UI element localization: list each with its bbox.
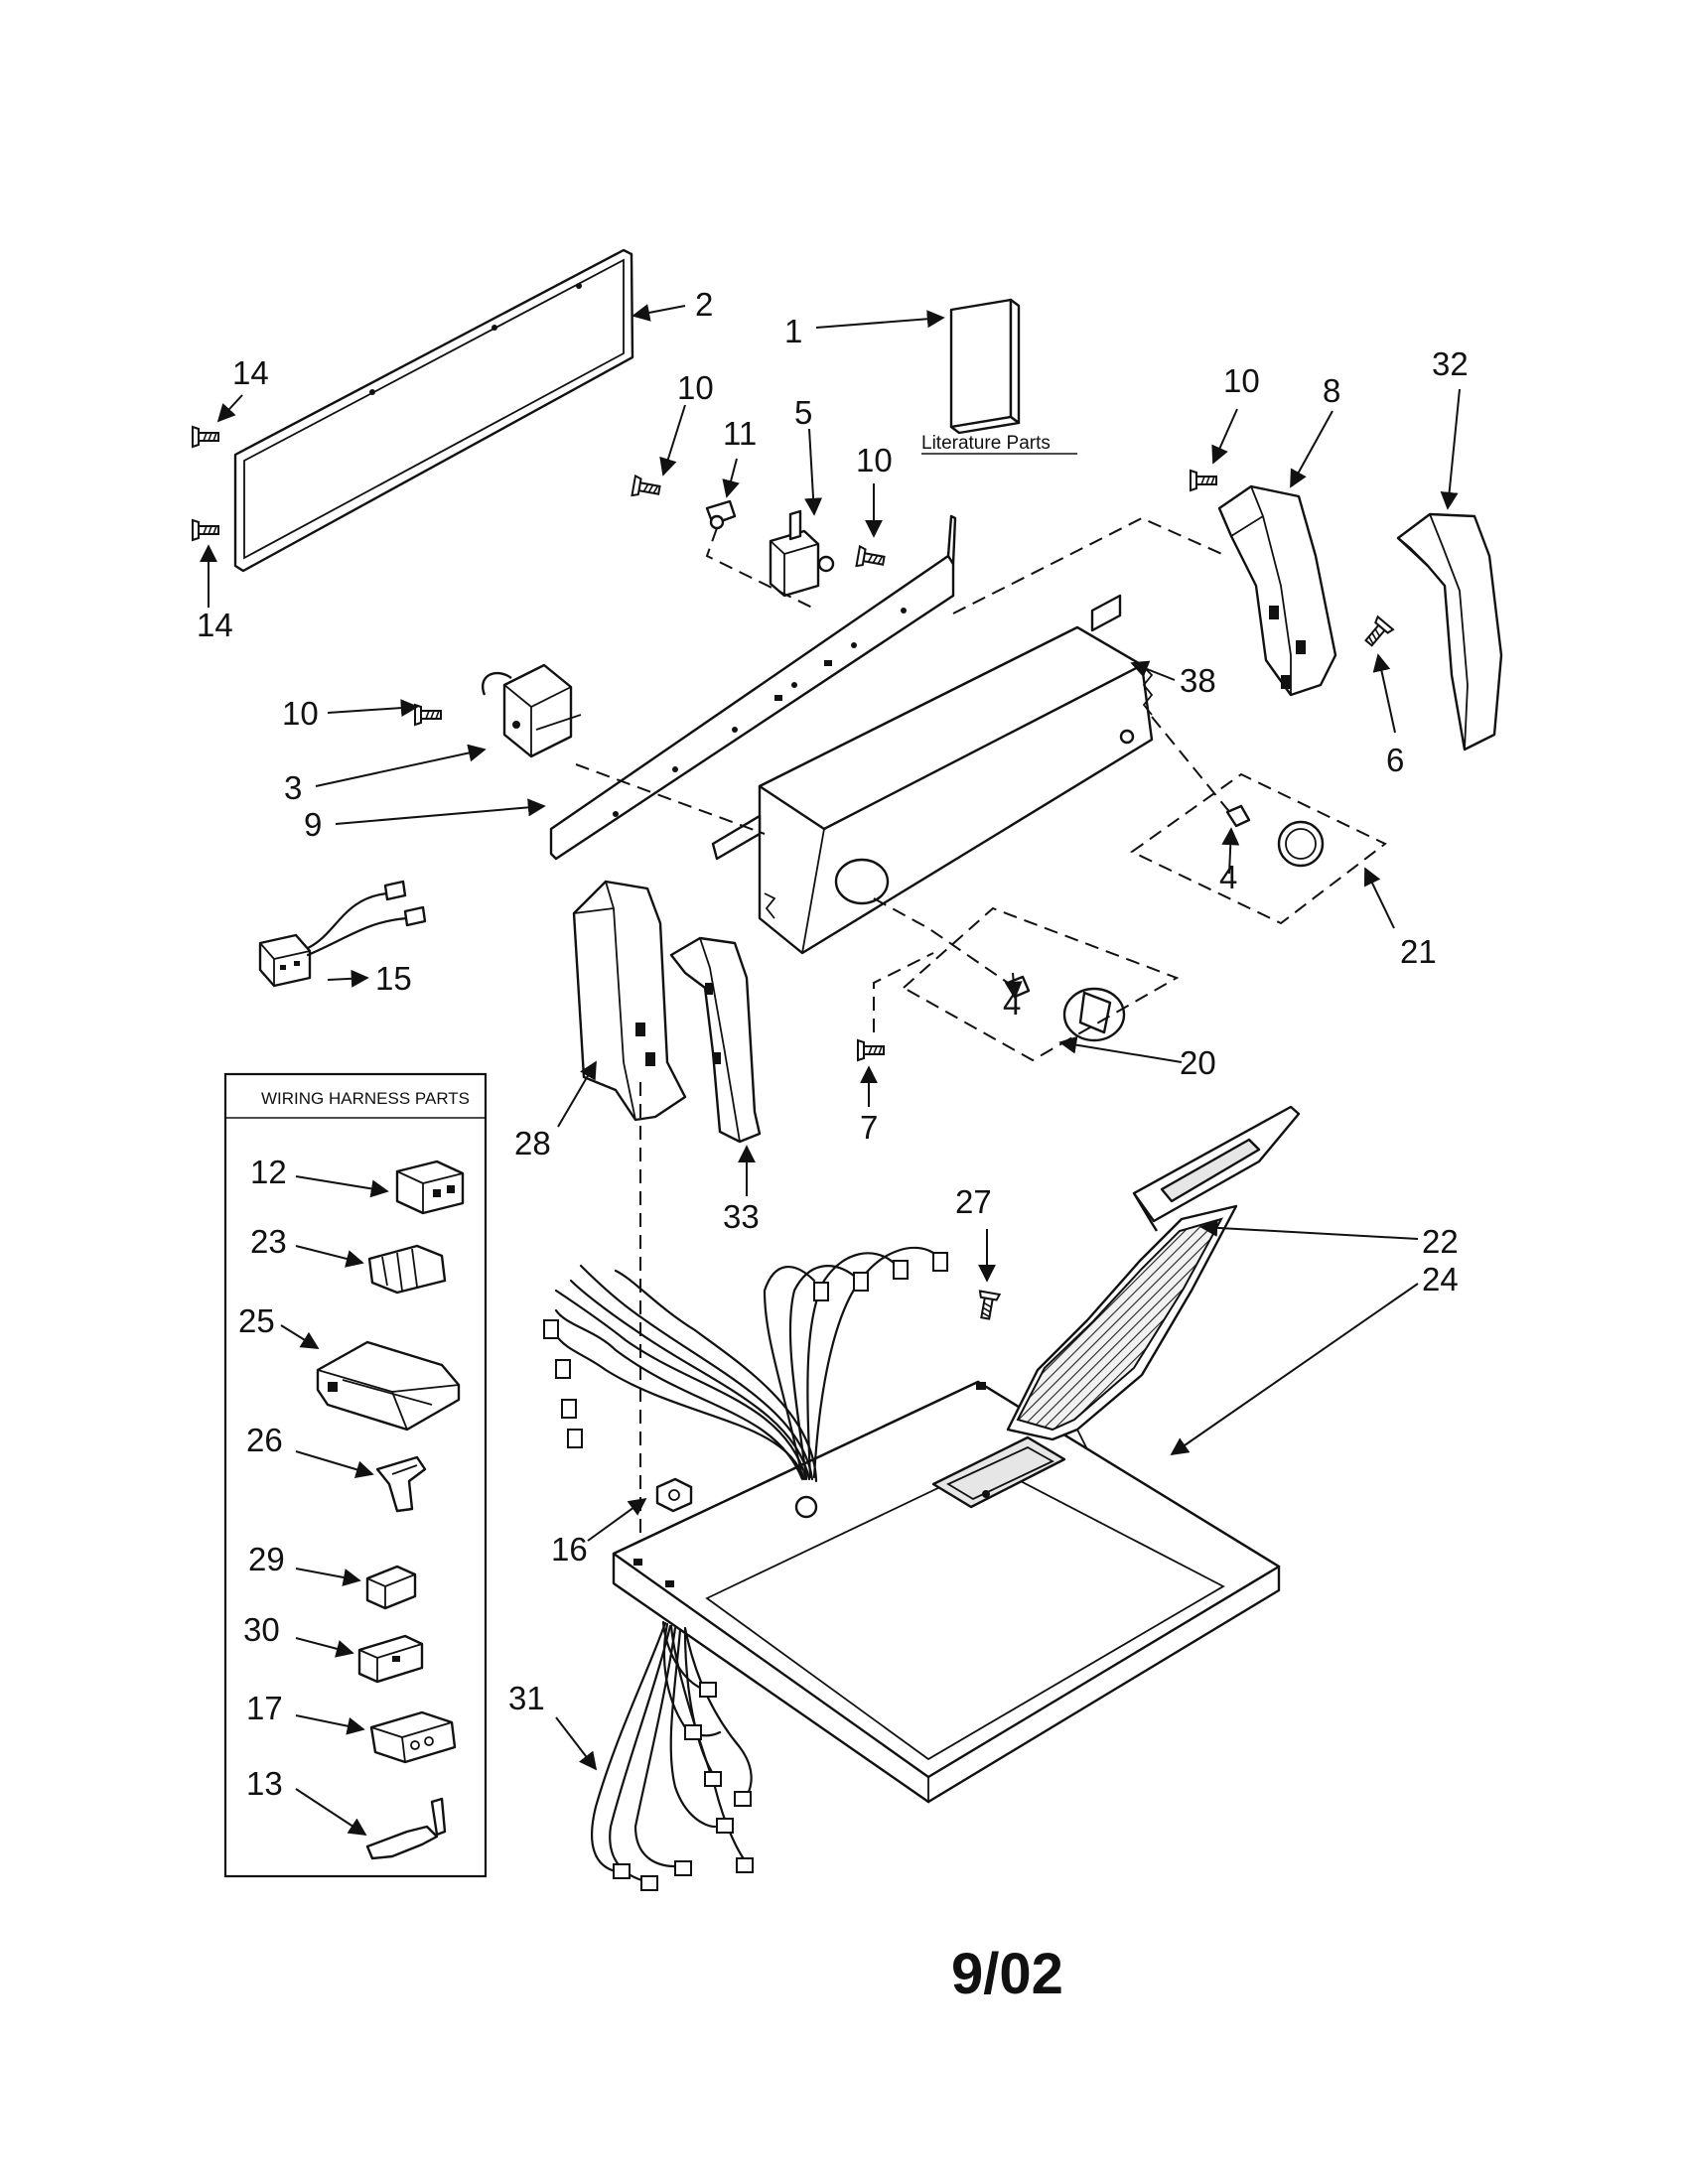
connector-30-icon [357,1634,424,1684]
callout-5: 5 [794,394,812,431]
rear-panel-icon [233,248,634,573]
callout-11: 11 [723,415,757,452]
callout-10-b: 10 [856,442,893,478]
harness-box-title: WIRING HARNESS PARTS [261,1089,470,1108]
top-panel-icon [612,1380,1281,1804]
end-cap-left-icon [572,880,687,1122]
console-bracket-icon [549,514,957,861]
knob-20-icon [1062,987,1126,1042]
connector-26-icon [375,1455,427,1513]
connector-12-icon [395,1160,465,1215]
leader-arrows [200,304,1461,1836]
callout-27: 27 [955,1183,992,1220]
timer-switch-icon [482,663,582,758]
screw-27-icon [974,1290,1001,1321]
knob-21-outline [1130,772,1387,925]
callout-10-a: 10 [677,369,714,406]
callout-10-d: 10 [282,695,319,732]
date-code: 9/02 [951,1942,1063,2006]
callout-14-bottom: 14 [197,607,233,643]
callout-3: 3 [284,769,302,806]
callout-29: 29 [248,1541,285,1577]
lint-screen-icon [1006,1105,1301,1450]
callout-32: 32 [1432,345,1469,382]
callout-4-a: 4 [1219,859,1237,895]
wiring-harness-upper-icon [543,1246,948,1483]
callout-25: 25 [238,1302,275,1339]
callout-12: 12 [250,1154,287,1190]
callout-26: 26 [246,1422,283,1458]
callout-31: 31 [508,1680,545,1716]
callout-17: 17 [246,1690,283,1726]
callout-14-top: 14 [232,354,269,391]
callout-2: 2 [695,286,713,323]
wiring-harness-31-icon [591,1620,754,1891]
plug-16-icon [655,1477,693,1513]
connector-25-icon [316,1340,461,1432]
callout-4-b: 4 [1003,985,1021,1022]
callout-28: 28 [514,1125,551,1161]
callout-22: 22 [1422,1223,1459,1260]
screw-14-top-icon [192,426,219,448]
control-panel-icon [711,594,1154,955]
screw-10a-icon [631,475,662,501]
literature-icon [949,298,1021,435]
connector-29-icon [365,1565,417,1610]
callout-13: 13 [246,1765,283,1802]
trim-32-icon [1396,512,1503,751]
callout-16: 16 [551,1531,588,1568]
screw-6-icon [1359,615,1394,651]
callout-9: 9 [304,806,322,843]
connector-23-icon [367,1244,447,1295]
callout-33: 33 [723,1198,760,1235]
screw-10c-icon [414,704,442,726]
switch-icon [769,509,835,598]
callout-1: 1 [784,313,802,349]
knob-20-outline [902,906,1180,1062]
screw-14-bottom-icon [192,519,219,541]
callout-20: 20 [1180,1044,1216,1081]
connector-17-icon [369,1710,457,1764]
callout-6: 6 [1386,742,1404,778]
knob-21-icon [1277,820,1325,868]
callout-30: 30 [243,1611,280,1648]
bracket-11-icon [705,499,737,530]
literature-label: Literature Parts [921,433,1051,454]
screw-7-icon [857,1039,885,1061]
callout-21: 21 [1400,933,1437,970]
callouts: 1 2 14 14 10 11 5 10 10 8 32 6 38 10 3 9… [197,286,1469,1802]
callout-23: 23 [250,1223,287,1260]
trim-33-icon [669,936,762,1144]
callout-24: 24 [1422,1261,1459,1297]
callout-38: 38 [1180,662,1216,699]
screw-10d-icon [1190,470,1217,491]
screw-10b-icon [855,545,887,572]
callout-7: 7 [860,1109,878,1146]
callout-10-c: 10 [1223,362,1260,399]
harness-15-icon [258,880,427,988]
terminal-13-icon [365,1797,447,1860]
assembly-lines [575,516,1232,1534]
callout-8: 8 [1323,372,1340,409]
end-cap-right-icon [1217,484,1337,697]
clip-4a-icon [1225,804,1251,828]
callout-15: 15 [375,960,412,997]
